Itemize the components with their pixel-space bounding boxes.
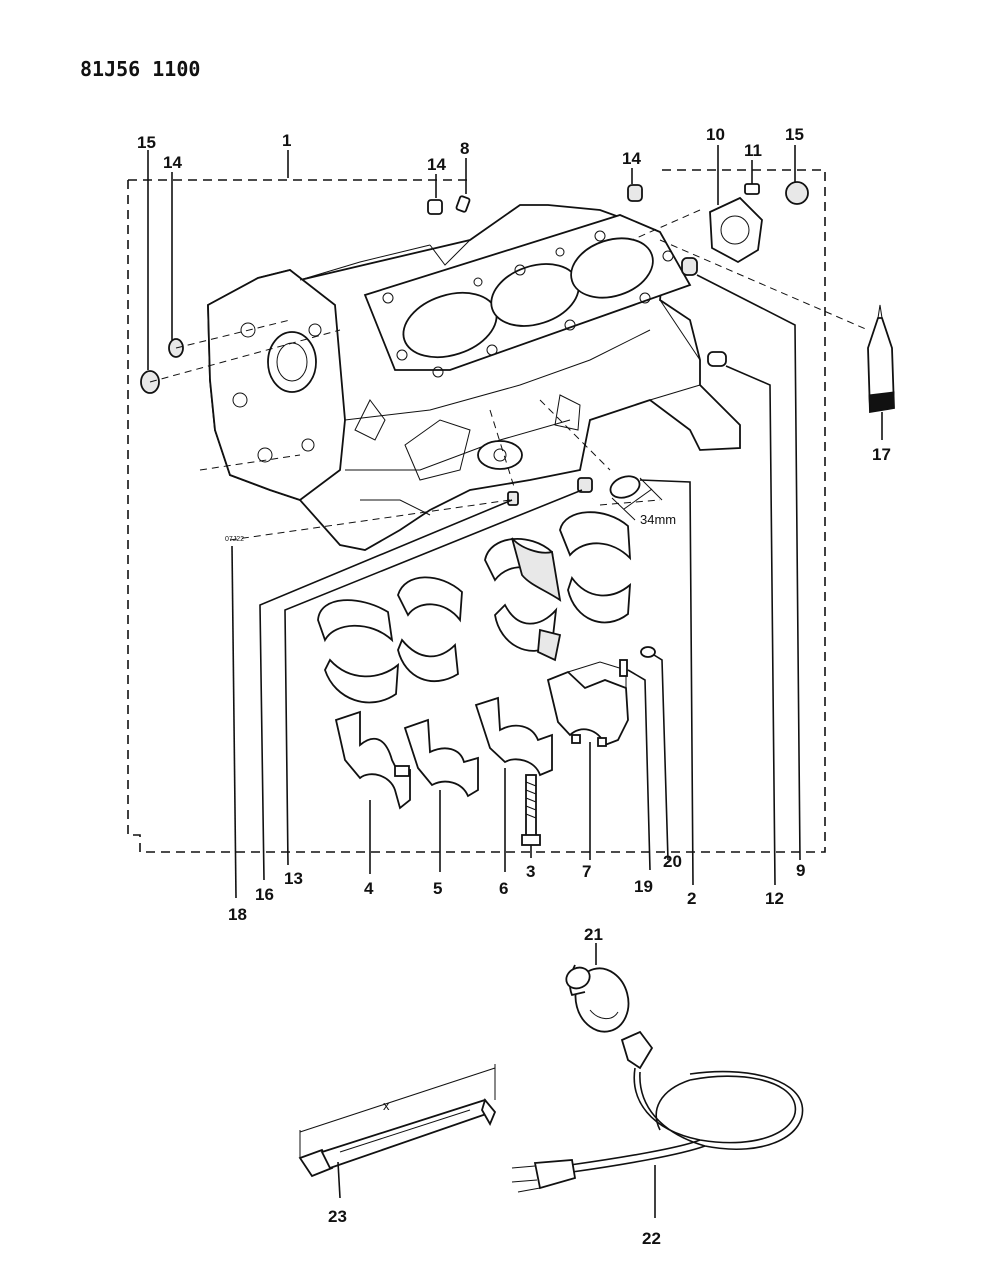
leader-lines — [147, 145, 883, 899]
callout-14-top: 14 — [427, 155, 446, 174]
dimension-label: 34mm — [640, 512, 676, 527]
main-bearing-caps — [334, 661, 629, 810]
sealant-tube — [867, 304, 895, 414]
callout-13: 13 — [284, 869, 303, 888]
block-heater — [565, 964, 630, 1033]
callout-9: 9 — [796, 861, 805, 880]
callout-18: 17 — [872, 445, 891, 464]
callout-3: 3 — [526, 862, 535, 881]
callout-4: 4 — [364, 879, 374, 898]
callout-15-right: 15 — [785, 125, 804, 144]
engine-block — [207, 204, 741, 551]
seal-dimension: 34mm — [611, 477, 676, 527]
callout-14-right: 14 — [622, 149, 641, 168]
washer — [640, 646, 656, 658]
cover-plate — [709, 183, 763, 264]
callout-15-left: 15 — [137, 133, 156, 152]
cap-bolt — [521, 774, 541, 846]
callout-8: 8 — [460, 139, 469, 158]
callout-22: 22 — [642, 1229, 661, 1248]
assembly-boundary — [127, 169, 826, 853]
cable-tie: x — [298, 1064, 497, 1199]
callout-11: 11 — [744, 141, 762, 160]
callout-5: 5 — [433, 879, 442, 898]
head-bolt-holes — [382, 230, 674, 378]
small-mark: 07J22 — [225, 536, 244, 543]
heater-cord — [511, 1030, 804, 1193]
dowel-pin — [619, 659, 628, 677]
main-bearing-shells — [317, 511, 632, 704]
callout-19: 20 — [663, 852, 682, 871]
callout-14-left: 14 — [163, 153, 182, 172]
callout-labels: 15 14 1 14 8 14 10 11 15 17 18 16 13 4 5… — [137, 125, 891, 1248]
tie-length-mark: x — [383, 1098, 390, 1113]
callout-1: 1 — [282, 131, 291, 150]
callout-20: 19 — [634, 877, 653, 896]
callout-17: 18 — [228, 905, 247, 924]
diagram-code: 81J56 1100 — [80, 57, 200, 81]
callout-7: 7 — [582, 862, 591, 881]
callout-2: 2 — [687, 889, 696, 908]
callout-16: 16 — [255, 885, 274, 904]
callout-12: 12 — [765, 889, 784, 908]
callout-21: 21 — [584, 925, 603, 944]
callout-10: 10 — [706, 125, 725, 144]
callout-23: 23 — [328, 1207, 347, 1226]
callout-6: 6 — [499, 879, 508, 898]
